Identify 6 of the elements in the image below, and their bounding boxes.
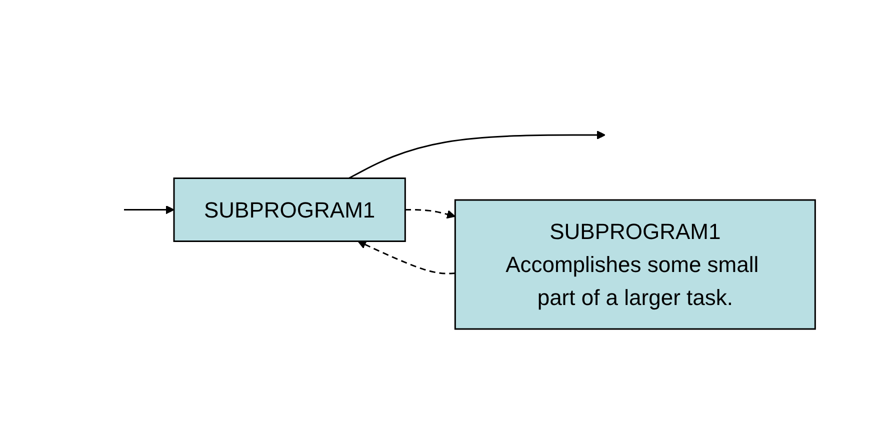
arrow [405, 208, 456, 218]
arrow [124, 204, 174, 214]
arrow [358, 240, 456, 274]
arrow [348, 130, 606, 178]
node-box: SUBPROGRAM1 [173, 177, 406, 242]
node-box: SUBPROGRAM1 Accomplishes some small part of a larger task. [454, 198, 816, 330]
